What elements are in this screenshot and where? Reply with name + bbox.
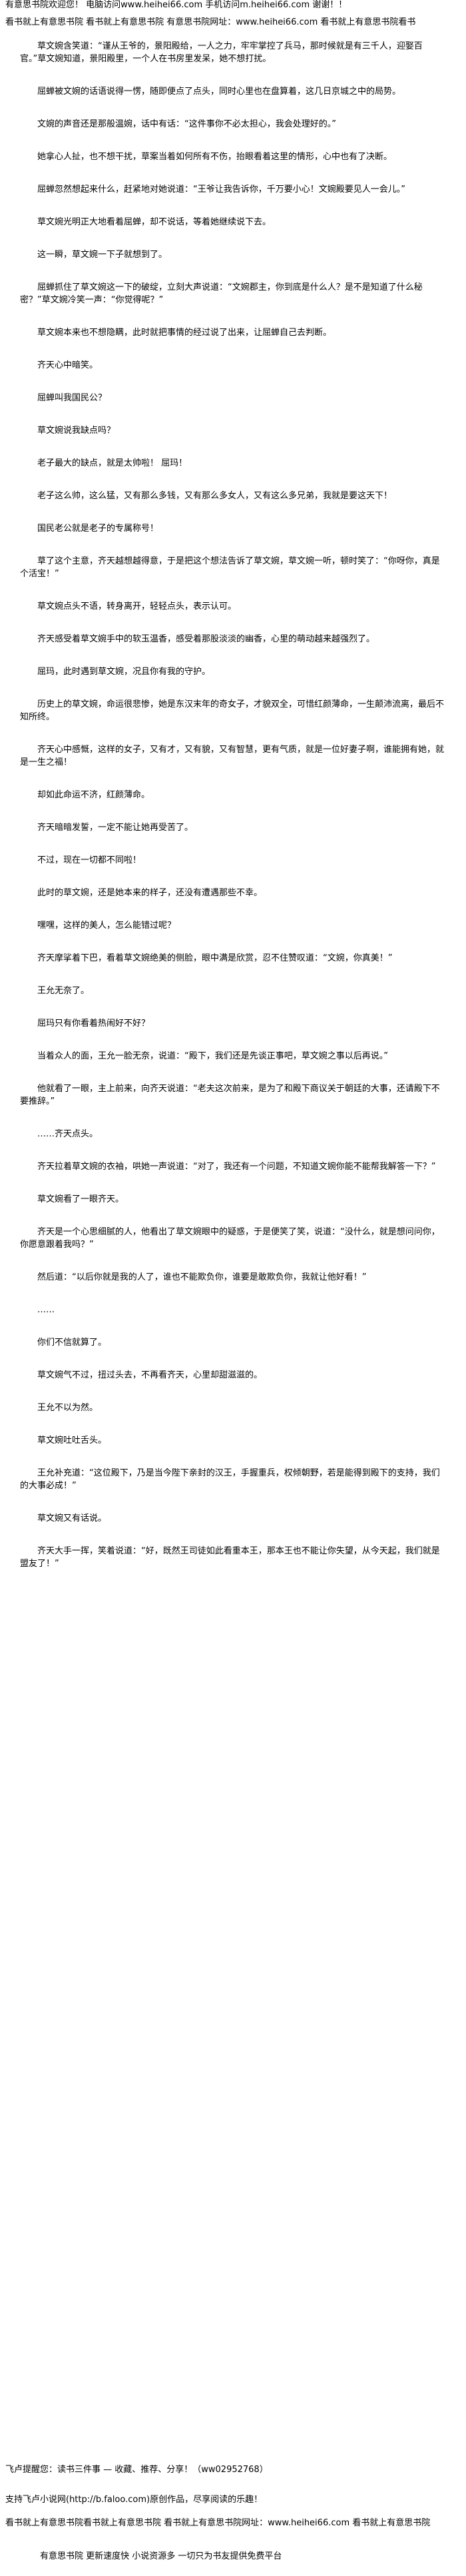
chapter-paragraph: 这一瞬，草文婉一下子就想到了。 — [20, 250, 168, 260]
chapter-paragraph: 草文婉吐吐舌头。 — [20, 1436, 107, 1446]
chapter-paragraph: 王允无奈了。 — [20, 986, 90, 996]
chapter-paragraph: 嘿嘿，这样的美人，怎么能错过呢？ — [20, 921, 176, 931]
chapter-paragraph: 屈蝉抓住了草文婉这一下的破绽，立刻大声说道：“文婉郡主，你到底是什么人？是不是知… — [20, 282, 423, 305]
chapter-paragraph: 文婉的声音还是那般温婉，话中有话：“这件事你不必太担心，我会处理好的。” — [20, 119, 336, 129]
chapter-paragraph: 王允不以为然。 — [20, 1403, 99, 1413]
chapter-paragraph: 历史上的草文婉，命运很悲惨，她是东汉末年的奇女子，才貌双全，可惜红颜薄命，一生颠… — [20, 699, 445, 722]
site-banner-top: 有意思书院欢迎您！ 电脑访问www.heihei66.com 手机访问m.hei… — [5, 0, 348, 10]
chapter-paragraph: 他就看了一眼，主上前来，向齐天说道：“老夫这次前来，是为了和殿下商议关于朝廷的大… — [20, 1084, 440, 1106]
chapter-paragraph: 草文婉说我缺点吗？ — [20, 426, 116, 436]
footer-slogan: 有意思书院 更新速度快 小说资源多 一切只为书友提供免费平台 — [40, 2551, 282, 2561]
chapter-paragraph: 屈蝉被文婉的话语说得一愣，随即便点了点头，同时心里也在盘算着，这几日京城之中的局… — [20, 87, 401, 97]
chapter-paragraph: 草文婉本来也不想隐瞒，此时就把事情的经过说了出来，让屈蝉自己去判断。 — [20, 328, 332, 338]
chapter-paragraph: 齐天是一个心思细腻的人，他看出了草文婉眼中的疑惑，于是便笑了笑，说道：“没什么，… — [20, 1227, 440, 1250]
chapter-paragraph: 齐天暗暗发誓，一定不能让她再受苦了。 — [20, 823, 194, 833]
chapter-paragraph: 老子最大的缺点，就是太帅啦！ 屈玛！ — [20, 458, 188, 468]
footer-site-banner: 看书就上有意思书院看书就上有意思书院 看书就上有意思书院网址：www.heihe… — [5, 2518, 431, 2528]
chapter-paragraph: 齐天摩挲着下巴，看着草文婉绝美的侧脸，眼中满是欣赏，忍不住赞叹道：“文婉，你真美… — [20, 953, 393, 963]
site-banner-repeat: 看书就上有意思书院 看书就上有意思书院 有意思书院网址：www.heihei66… — [5, 17, 416, 27]
chapter-paragraph: 然后道：“以后你就是我的人了，谁也不能欺负你，谁要是敢欺负你，我就让他好看！” — [20, 1272, 367, 1282]
chapter-paragraph: 老子这么帅，这么猛，又有那么多钱，又有那么多女人，又有这么多兄弟，我就是要这天下… — [20, 491, 393, 501]
chapter-paragraph: 此时的草文婉，还是她本来的样子，还没有遭遇那些不幸。 — [20, 888, 263, 898]
chapter-paragraph: 齐天心中暗笑。 — [20, 360, 99, 370]
chapter-paragraph: 王允补充道：“这位殿下，乃是当今陛下亲封的汉王，手握重兵，权倾朝野，若是能得到殿… — [20, 1468, 440, 1491]
chapter-paragraph: 草文婉光明正大地看着屈蝉，却不说话，等着她继续说下去。 — [20, 217, 272, 227]
chapter-paragraph: 草文婉含笑道：“谨从王爷的，景阳殿给，一人之力，牢牢掌控了兵马，那时候就是有三千… — [20, 41, 423, 64]
chapter-paragraph: 屈玛，此时遇到草文婉，况且你有我的守护。 — [20, 667, 211, 677]
chapter-paragraph: 齐天大手一挥，笑着说道：“好，既然王司徒如此看重本王，那本王也不能让你失望，从今… — [20, 1546, 440, 1569]
chapter-paragraph: 草文婉气不过，扭过头去，不再看齐天，心里却甜滋滋的。 — [20, 1370, 263, 1380]
chapter-paragraph: 草文婉点头不语，转身离开，轻轻点头，表示认可。 — [20, 602, 237, 612]
footer-support-link[interactable]: 支持飞卢小说网(http://b.faloo.com)原创作品，尽享阅读的乐趣！ — [5, 2495, 263, 2505]
chapter-paragraph: 齐天感受着草文婉手中的软玉温香，感受着那股淡淡的幽香，心里的萌动越来越强烈了。 — [20, 634, 375, 644]
footer-reminder: 飞卢提醒您：读书三件事 — 收藏、推荐、分享！（ww02952768） — [5, 2465, 268, 2475]
chapter-paragraph: 不过，现在一切都不同啦！ — [20, 855, 142, 865]
chapter-paragraph: 她拿心人扯，也不想干扰，草案当着如何所有不伤，抬眼看着这里的情形，心中也有了决断… — [20, 152, 393, 162]
chapter-paragraph: 屈蝉叫我国民公？ — [20, 393, 107, 403]
chapter-paragraph: 草了这个主意，齐天越想越得意，于是把这个想法告诉了草文婉，草文婉一听，顿时笑了：… — [20, 556, 440, 579]
chapter-paragraph: …… — [20, 1305, 55, 1315]
chapter-paragraph: 草文婉看了一眼齐天。 — [20, 1194, 124, 1204]
chapter-paragraph: 齐天拉着草文婉的衣袖，哄她一声说道：“对了，我还有一个问题，不知道文婉你能不能帮… — [20, 1162, 436, 1172]
chapter-paragraph: 草文婉又有话说。 — [20, 1513, 107, 1523]
chapter-paragraph: 国民老公就是老子的专属称号！ — [20, 524, 159, 534]
chapter-paragraph: 屈玛只有你看着热闹好不好？ — [20, 1019, 150, 1029]
chapter-paragraph: 你们不信就算了。 — [20, 1338, 107, 1348]
chapter-paragraph: 屈蝉忽然想起来什么，赶紧地对她说道：“王爷让我告诉你，千万要小心！文婉殿要见人一… — [20, 185, 405, 195]
chapter-paragraph: ……齐天点头。 — [20, 1129, 99, 1139]
chapter-body: 草文婉含笑道：“谨从王爷的，景阳殿给，一人之力，牢牢掌控了兵马，那时候就是有三千… — [20, 40, 446, 1590]
chapter-paragraph: 齐天心中感慨，这样的女子，又有才，又有貌，又有智慧，更有气质，就是一位好妻子啊，… — [20, 745, 445, 767]
chapter-paragraph: 当着众人的面，王允一脸无奈，说道：“殿下，我们还是先谈正事吧，草文婉之事以后再说… — [20, 1051, 388, 1061]
chapter-paragraph: 却如此命运不济，红颜薄命。 — [20, 790, 150, 800]
